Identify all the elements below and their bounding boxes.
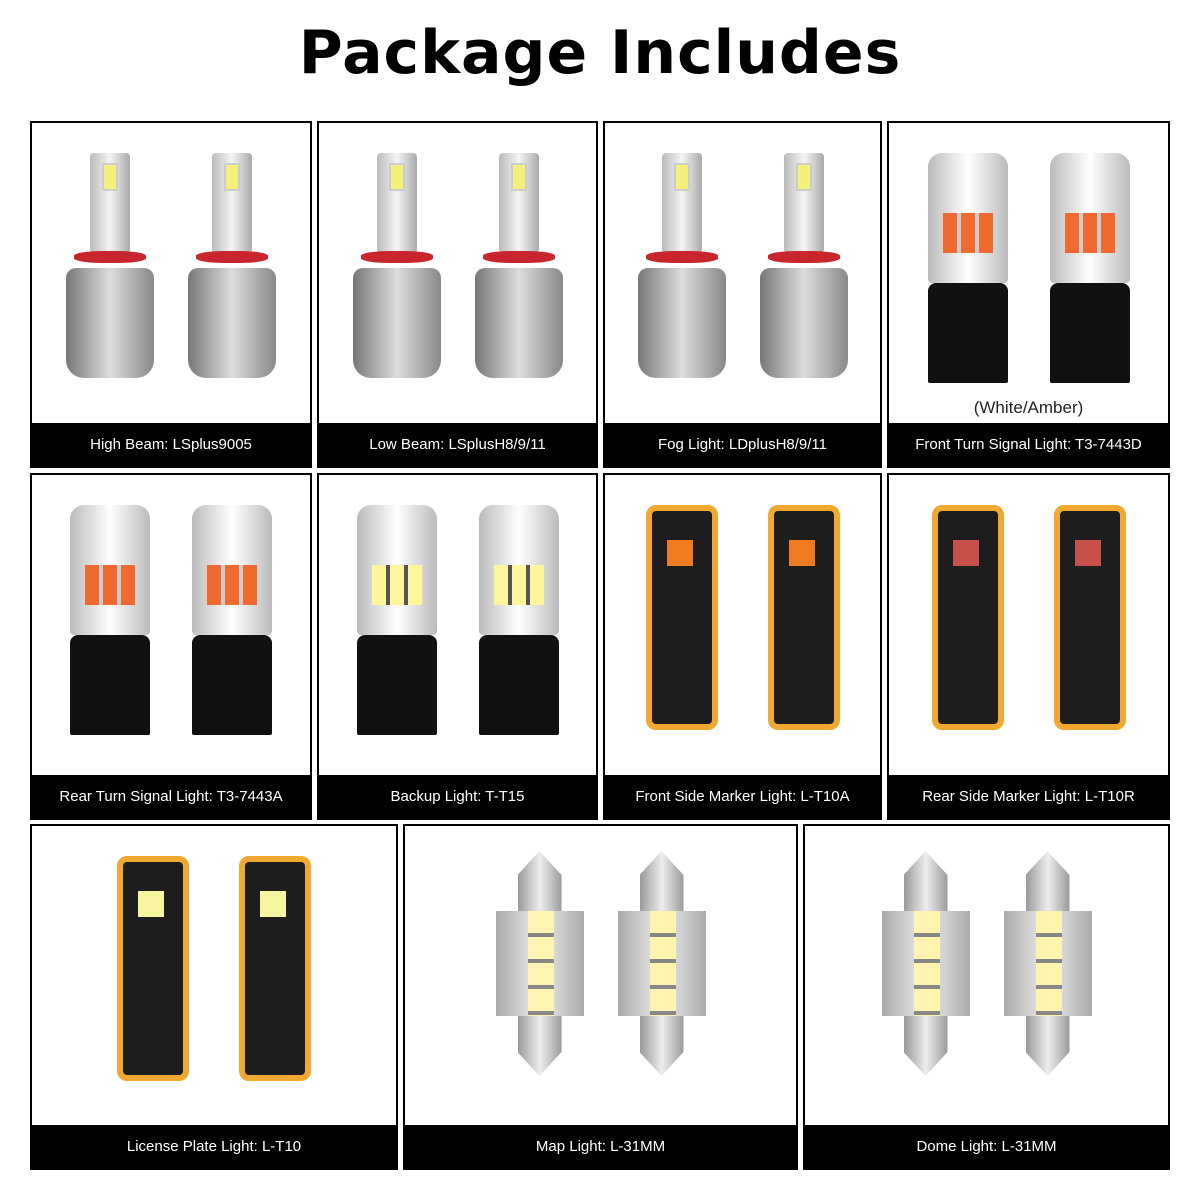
product-card: Fog Light: LDplusH8/9/11 bbox=[603, 121, 882, 468]
headlight-bulb bbox=[182, 143, 282, 406]
pcb-bulb bbox=[1040, 495, 1140, 758]
product-label: Rear Side Marker Light: L-T10R bbox=[889, 775, 1168, 818]
product-image bbox=[889, 495, 1168, 758]
product-image bbox=[805, 846, 1168, 1108]
product-image bbox=[605, 495, 880, 758]
product-label: Backup Light: T-T15 bbox=[319, 775, 596, 818]
product-image bbox=[605, 143, 880, 406]
product-card: License Plate Light: L-T10 bbox=[30, 824, 398, 1170]
headlight-bulb bbox=[60, 143, 160, 406]
festoon-bulb bbox=[490, 846, 590, 1108]
color-note: (White/Amber) bbox=[973, 398, 1084, 417]
product-label: Front Turn Signal Light: T3-7443D bbox=[889, 423, 1168, 466]
signal-bulb bbox=[918, 143, 1018, 406]
product-image bbox=[32, 495, 310, 758]
product-image bbox=[32, 846, 396, 1108]
product-image bbox=[405, 846, 796, 1108]
festoon-bulb bbox=[998, 846, 1098, 1108]
product-card: Low Beam: LSplusH8/9/11 bbox=[317, 121, 598, 468]
signal-bulb bbox=[347, 495, 447, 758]
product-label: Fog Light: LDplusH8/9/11 bbox=[605, 423, 880, 466]
product-card: Rear Turn Signal Light: T3-7443A bbox=[30, 473, 312, 820]
signal-bulb bbox=[182, 495, 282, 758]
product-label: High Beam: LSplus9005 bbox=[32, 423, 310, 466]
product-label: Rear Turn Signal Light: T3-7443A bbox=[32, 775, 310, 818]
headlight-bulb bbox=[754, 143, 854, 406]
festoon-bulb bbox=[876, 846, 976, 1108]
product-label: License Plate Light: L-T10 bbox=[32, 1125, 396, 1168]
headlight-bulb bbox=[469, 143, 569, 406]
product-image bbox=[32, 143, 310, 406]
product-card: Dome Light: L-31MM bbox=[803, 824, 1170, 1170]
product-label: Front Side Marker Light: L-T10A bbox=[605, 775, 880, 818]
pcb-bulb bbox=[632, 495, 732, 758]
product-card: High Beam: LSplus9005 bbox=[30, 121, 312, 468]
page-title: Package Includes bbox=[298, 18, 902, 88]
product-label: Dome Light: L-31MM bbox=[805, 1125, 1168, 1168]
signal-bulb bbox=[469, 495, 569, 758]
product-card: Map Light: L-31MM bbox=[403, 824, 798, 1170]
headlight-bulb bbox=[347, 143, 447, 406]
pcb-bulb bbox=[918, 495, 1018, 758]
pcb-bulb bbox=[225, 846, 325, 1108]
product-card: (White/Amber) Front Turn Signal Light: T3… bbox=[887, 121, 1170, 468]
product-card: Rear Side Marker Light: L-T10R bbox=[887, 473, 1170, 820]
product-card: Front Side Marker Light: L-T10A bbox=[603, 473, 882, 820]
pcb-bulb bbox=[754, 495, 854, 758]
product-image bbox=[319, 143, 596, 406]
headlight-bulb bbox=[632, 143, 732, 406]
pcb-bulb bbox=[103, 846, 203, 1108]
product-label: Low Beam: LSplusH8/9/11 bbox=[319, 423, 596, 466]
product-image bbox=[319, 495, 596, 758]
product-image bbox=[889, 143, 1168, 406]
festoon-bulb bbox=[612, 846, 712, 1108]
product-label: Map Light: L-31MM bbox=[405, 1125, 796, 1168]
product-card: Backup Light: T-T15 bbox=[317, 473, 598, 820]
signal-bulb bbox=[1040, 143, 1140, 406]
signal-bulb bbox=[60, 495, 160, 758]
